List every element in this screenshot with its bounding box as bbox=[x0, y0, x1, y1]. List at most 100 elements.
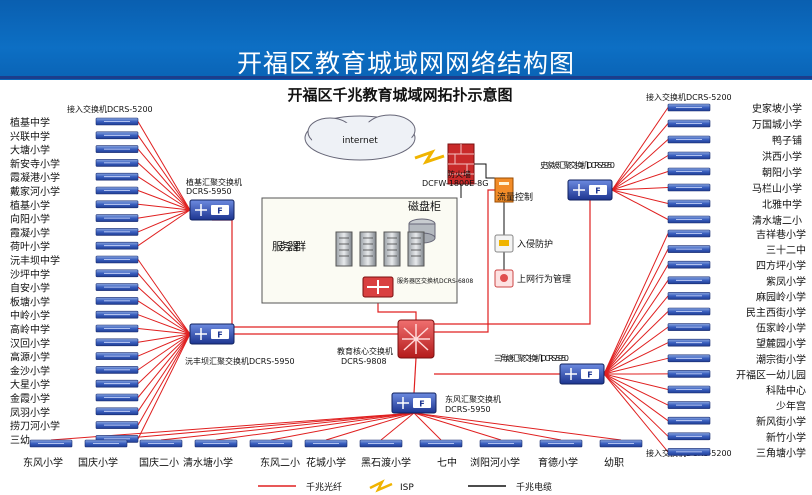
school-label-bottom: 育德小学 bbox=[538, 456, 578, 469]
access-switch-label-top-left: 接入交换机DCRS-5200 bbox=[67, 104, 153, 114]
svg-text:F: F bbox=[587, 371, 592, 380]
access-switch-left bbox=[95, 366, 139, 374]
access-switch-bottom bbox=[304, 439, 348, 448]
access-switch-bottom bbox=[194, 439, 238, 448]
agg-dongfeng-name: 东风汇聚交换机 bbox=[445, 394, 501, 404]
access-switch-right-bottom bbox=[667, 260, 711, 269]
access-switch-right-bottom bbox=[667, 354, 711, 363]
diagram-title: 开福区千兆教育城域网拓扑示意图 bbox=[287, 86, 512, 104]
access-switch-bottom bbox=[539, 439, 583, 448]
svg-text:F: F bbox=[217, 207, 222, 216]
core-switch-icon bbox=[397, 319, 435, 359]
school-label-right-bottom: 新风街小学 bbox=[756, 415, 806, 428]
dcfw-label: DCFW-1800E-8G bbox=[422, 179, 488, 188]
agg-switch-sanjiao: F bbox=[559, 363, 605, 385]
school-label-left: 霞凝小学 bbox=[10, 226, 50, 239]
school-label-left: 高源小学 bbox=[10, 351, 50, 364]
access-switch-left bbox=[95, 310, 139, 319]
title-banner: 开福区教育城域网网络结构图 bbox=[0, 0, 812, 80]
access-switch-right-top bbox=[667, 215, 711, 224]
school-label-bottom: 浏阳河小学 bbox=[470, 456, 520, 469]
school-label-left: 霞凝港小学 bbox=[10, 171, 60, 184]
school-label-bottom: 国庆小学 bbox=[78, 456, 118, 469]
agg-yuanfeng-label: 沅丰坝汇聚交换机DCRS-5950 bbox=[185, 356, 295, 366]
school-label-bottom: 国庆二小 bbox=[139, 456, 179, 469]
school-label-right-bottom: 科陆中心 bbox=[766, 384, 806, 397]
school-label-bottom: 黑石渡小学 bbox=[361, 456, 411, 469]
banner-divider bbox=[0, 76, 812, 79]
traffic-control-icon bbox=[494, 177, 514, 203]
school-label-right-bottom: 紫凤小学 bbox=[766, 275, 806, 288]
legend-label: ISP bbox=[400, 483, 414, 493]
access-switch-left bbox=[95, 255, 139, 264]
school-label-right-top: 朝阳小学 bbox=[762, 166, 802, 179]
access-switch-bottom bbox=[419, 439, 463, 448]
school-label-right-top: 北雅中学 bbox=[762, 198, 802, 211]
school-label-right-bottom: 四方坪小学 bbox=[756, 259, 806, 272]
server-switch-label: 服务器区交换机DCRS-6808 bbox=[397, 277, 473, 285]
school-label-left: 汉回小学 bbox=[10, 337, 50, 350]
school-label-left: 荷叶小学 bbox=[10, 240, 50, 253]
access-switch-left bbox=[95, 228, 139, 236]
access-switch-right-bottom bbox=[667, 432, 711, 441]
agg-dongfeng-model: DCRS-5950 bbox=[445, 405, 491, 414]
access-switch-right-top bbox=[667, 199, 711, 208]
access-switch-left bbox=[95, 159, 139, 167]
school-label-right-top: 鸭子铺 bbox=[772, 134, 802, 147]
school-label-left: 金霞小学 bbox=[10, 392, 50, 405]
behavior-management-label: 上网行为管理 bbox=[517, 273, 571, 285]
school-label-left: 大塘小学 bbox=[10, 144, 50, 157]
access-switch-right-bottom bbox=[667, 245, 711, 253]
access-switch-right-top bbox=[667, 167, 711, 176]
school-label-left: 植基小学 bbox=[10, 199, 50, 212]
access-switch-right-bottom bbox=[667, 370, 711, 378]
access-switch-left bbox=[95, 269, 139, 278]
legend-label: 千兆光纤 bbox=[306, 481, 342, 493]
access-switch-right-bottom bbox=[667, 448, 711, 456]
school-label-right-bottom: 民主西街小学 bbox=[746, 306, 806, 319]
school-label-bottom: 清水塘小学 bbox=[183, 456, 233, 469]
access-switch-left bbox=[95, 393, 139, 402]
agg-sanjiao-label: 三角塘汇聚交换机DCRS-5950 bbox=[494, 353, 569, 363]
svg-text:F: F bbox=[595, 187, 600, 196]
access-switch-left bbox=[95, 131, 139, 140]
school-label-left: 中岭小学 bbox=[10, 309, 50, 322]
access-switch-left bbox=[95, 421, 139, 429]
access-switch-bottom bbox=[249, 439, 293, 448]
access-switch-bottom bbox=[29, 439, 73, 448]
school-label-bottom: 东风二小 bbox=[260, 456, 300, 469]
school-label-left: 板塘小学 bbox=[10, 295, 50, 308]
access-switch-right-bottom bbox=[667, 416, 711, 425]
svg-text:F: F bbox=[217, 331, 222, 340]
school-label-right-top: 清水塘二小 bbox=[752, 214, 802, 227]
school-label-right-top: 洪西小学 bbox=[762, 150, 802, 163]
school-label-bottom: 花城小学 bbox=[306, 456, 346, 469]
access-switch-left bbox=[95, 297, 139, 305]
topology-diagram: 开福区千兆教育城域网拓扑示意图 internet 防火墙 DCFW-1800E-… bbox=[10, 86, 806, 493]
access-switch-left bbox=[95, 214, 139, 222]
school-label-layer: 植基中学兴联中学大塘小学新安寺小学霞凝港小学戴家河小学植基小学向阳小学霞凝小学荷… bbox=[10, 102, 806, 469]
access-switch-right-bottom bbox=[667, 229, 711, 238]
school-label-left: 沅丰坝中学 bbox=[10, 254, 60, 267]
school-label-left: 植基中学 bbox=[10, 116, 50, 129]
school-label-right-top: 史家坡小学 bbox=[752, 102, 802, 115]
server-switch-icon bbox=[362, 276, 394, 298]
school-label-left: 戴家河小学 bbox=[10, 185, 60, 198]
access-switch-right-bottom bbox=[667, 401, 711, 409]
access-switch-left bbox=[95, 241, 139, 250]
school-label-left: 三幼 bbox=[10, 433, 30, 446]
school-label-right-bottom: 三角塘小学 bbox=[756, 446, 806, 459]
school-label-right-bottom: 吉祥巷小学 bbox=[756, 228, 806, 241]
school-label-right-bottom: 望麓园小学 bbox=[756, 337, 806, 350]
core-switch-model: DCRS-9808 bbox=[341, 357, 387, 366]
access-switch-bottom bbox=[479, 439, 523, 448]
access-switch-right-top bbox=[667, 151, 711, 160]
node-layer: F F F F F bbox=[29, 103, 711, 456]
isp-lightning-icon bbox=[414, 149, 445, 165]
school-label-left: 兴联中学 bbox=[10, 130, 50, 143]
agg-shijia-label: 史家坡汇聚交换机DCRS-5950 bbox=[540, 160, 615, 170]
school-label-bottom: 七中 bbox=[437, 456, 457, 469]
intrusion-prevention-icon bbox=[494, 234, 514, 253]
agg-switch-dongfeng: F bbox=[391, 392, 437, 414]
agg-switch-shijia: F bbox=[567, 179, 613, 201]
